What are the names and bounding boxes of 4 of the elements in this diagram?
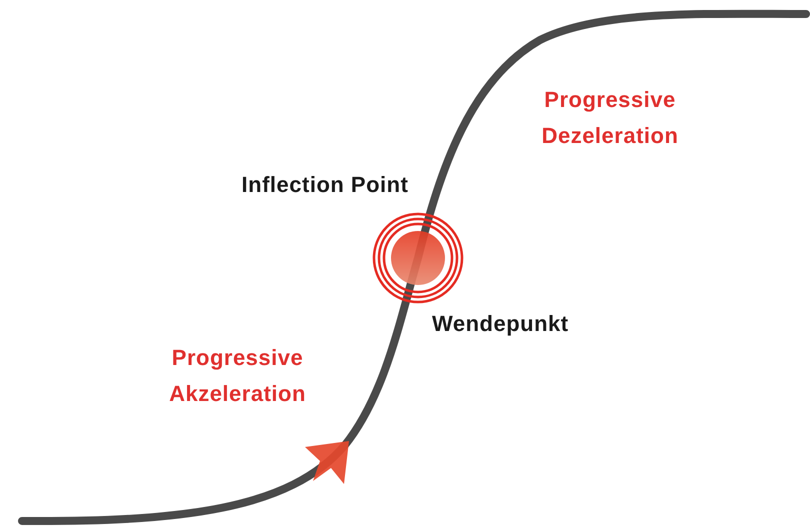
text-label: Inflection Point <box>240 171 410 199</box>
text-label: Progressive Akzeleration <box>168 344 307 408</box>
text-label: Progressive Dezeleration <box>540 86 680 150</box>
text-label: Wendepunkt <box>432 310 570 338</box>
